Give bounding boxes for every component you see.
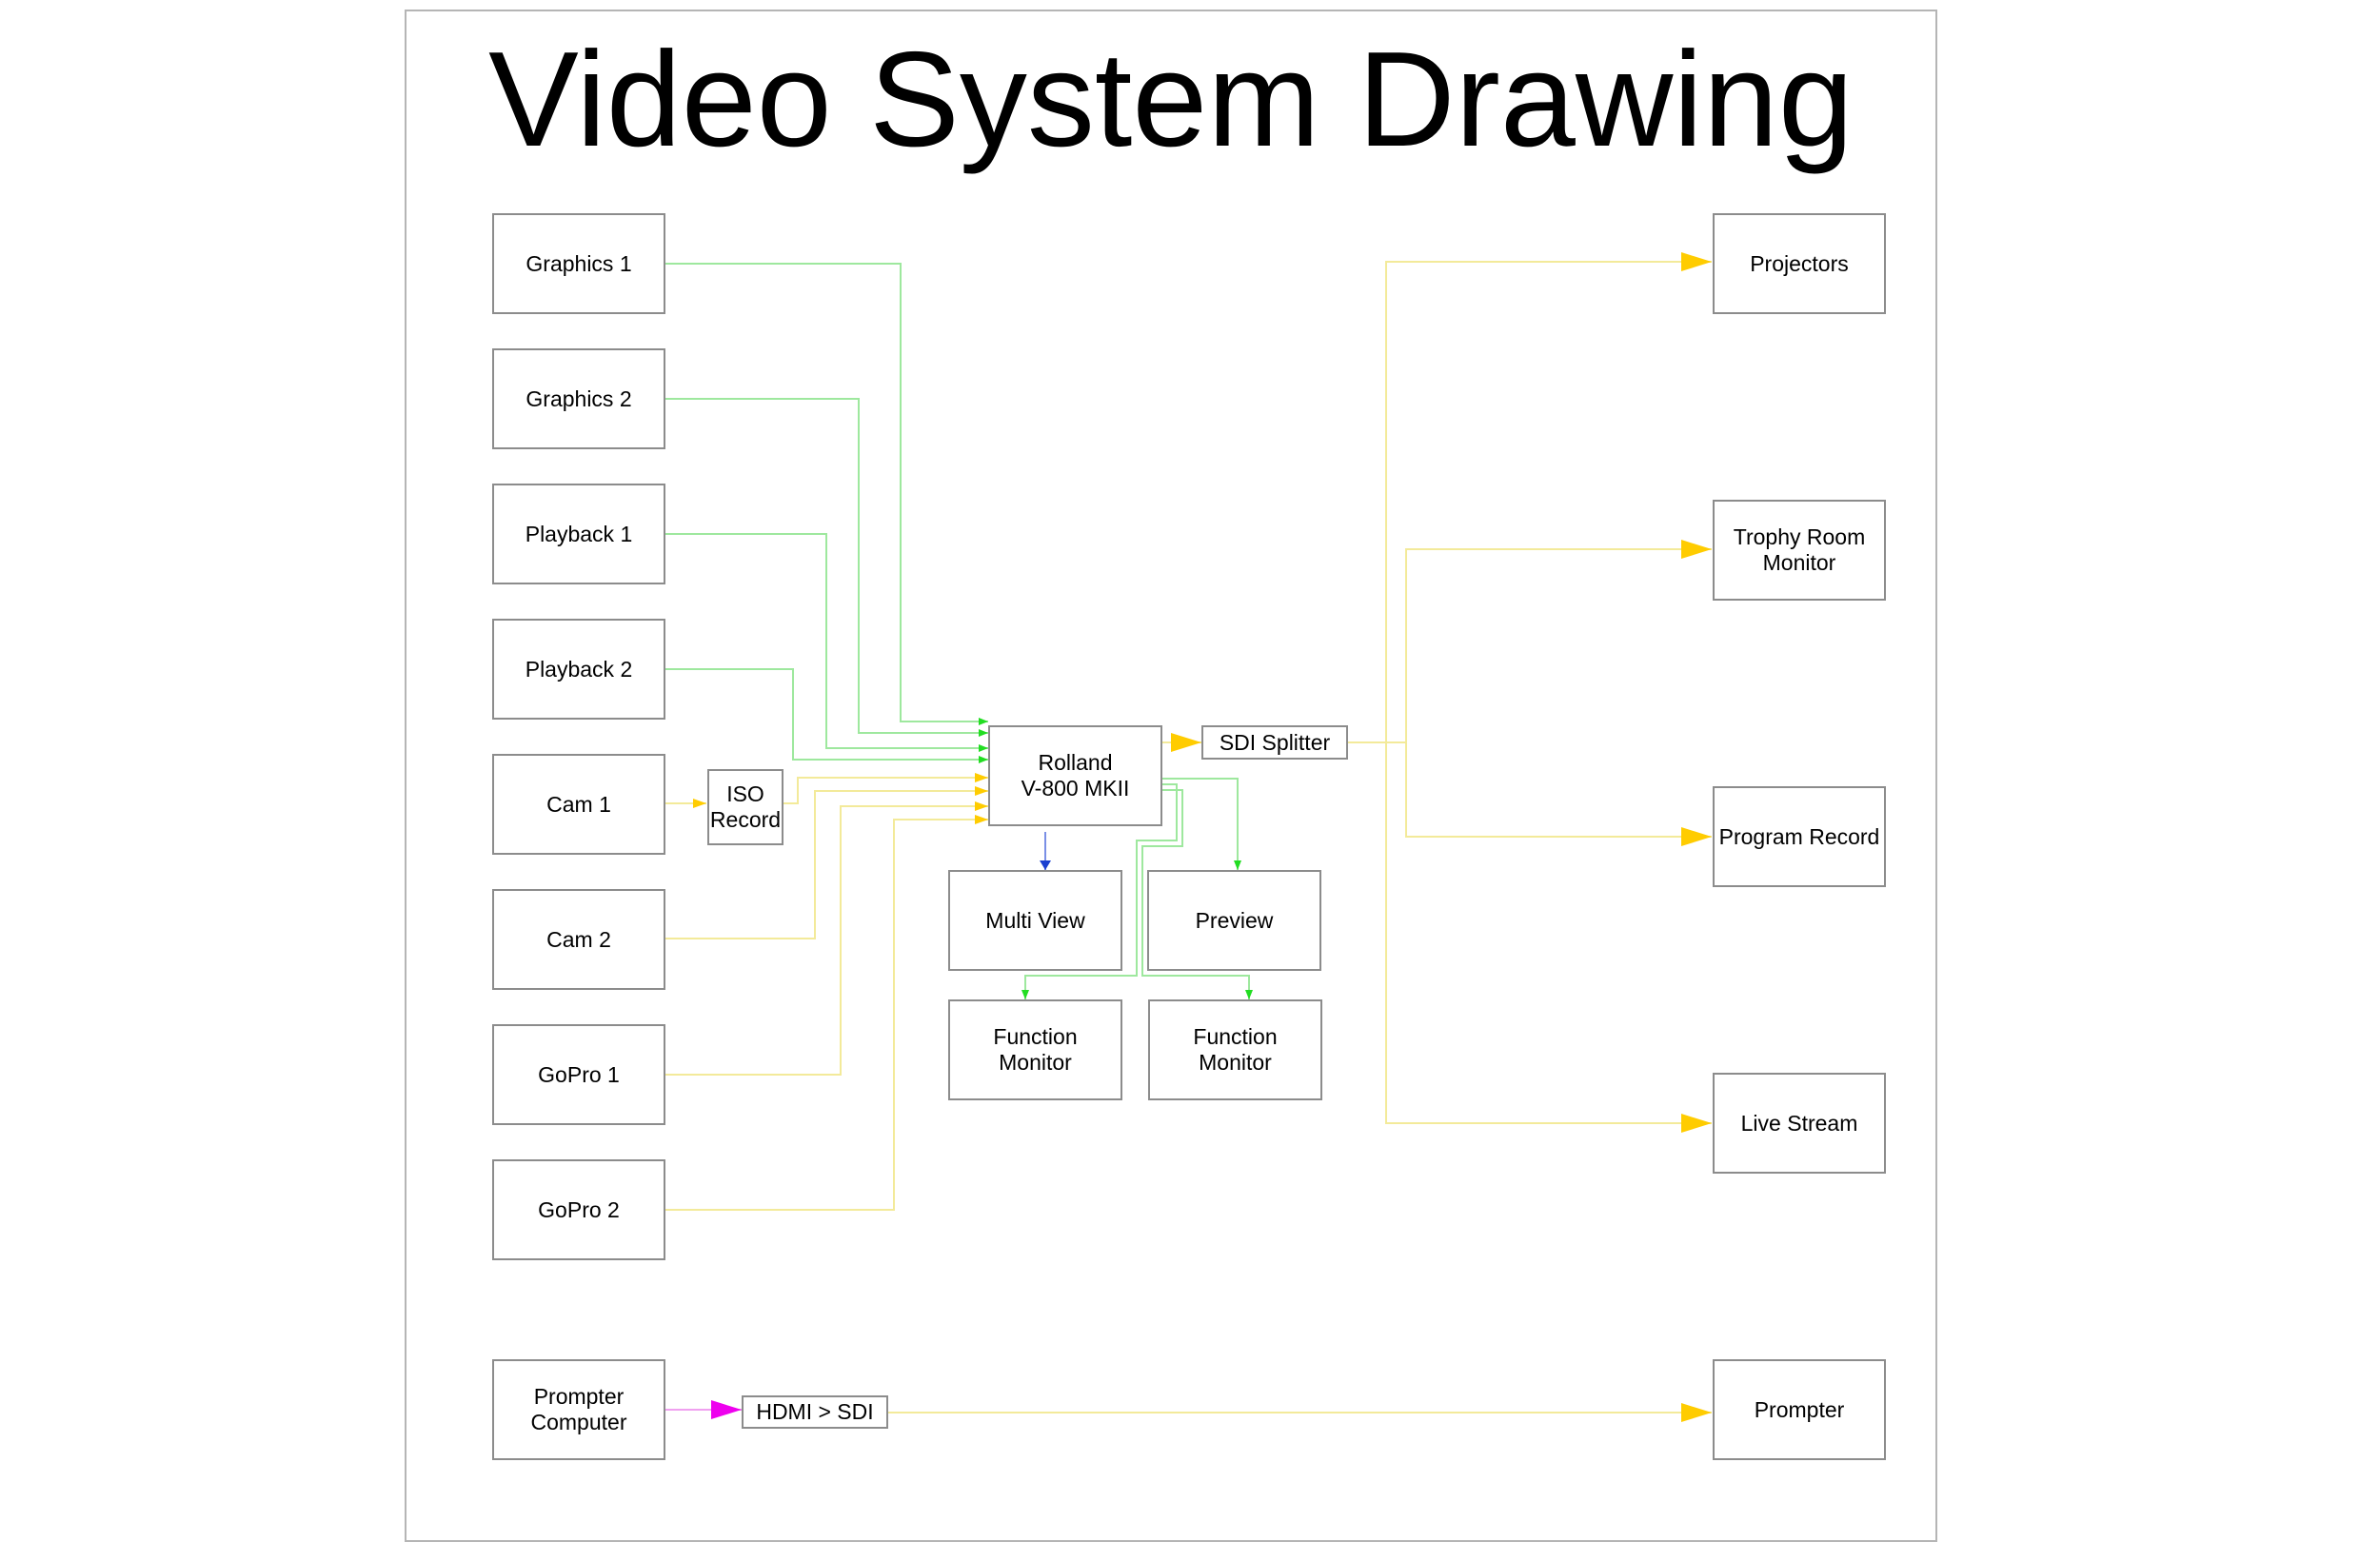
- graphics-1-box: Graphics 1: [492, 213, 665, 314]
- switcher-box: Rolland V-800 MKII: [988, 725, 1162, 826]
- wire-splitter-program-record: [1405, 742, 1712, 846]
- iso-record-box: ISO Record: [707, 769, 783, 845]
- function-monitor-1-box: Function Monitor: [948, 999, 1122, 1100]
- wire-graphics2-switcher: [664, 398, 988, 737]
- program-record-box: Program Record: [1713, 786, 1886, 887]
- preview-box: Preview: [1147, 870, 1321, 971]
- wire-graphics1-switcher: [664, 263, 988, 725]
- gopro-1-box: GoPro 1: [492, 1024, 665, 1125]
- live-stream-box: Live Stream: [1713, 1073, 1886, 1174]
- function-monitor-2-box: Function Monitor: [1148, 999, 1322, 1100]
- hdmi-sdi-converter-box: HDMI > SDI: [742, 1395, 888, 1429]
- wire-gopro1-switcher: [664, 801, 988, 1076]
- cam-2-box: Cam 2: [492, 889, 665, 990]
- graphics-2-box: Graphics 2: [492, 348, 665, 449]
- wire-splitter-live-stream: [1385, 742, 1712, 1133]
- wire-switcher-function-monitor-1: [1021, 783, 1178, 999]
- wire-playback2-switcher: [664, 668, 988, 763]
- wire-cam2-switcher: [664, 786, 988, 939]
- wire-playback1-switcher: [664, 533, 988, 752]
- cam-1-box: Cam 1: [492, 754, 665, 855]
- page-title: Video System Drawing: [488, 24, 1854, 175]
- projectors-box: Projectors: [1713, 213, 1886, 314]
- prompter-box: Prompter: [1713, 1359, 1886, 1460]
- prompter-computer-box: Prompter Computer: [492, 1359, 665, 1460]
- playback-1-box: Playback 1: [492, 484, 665, 584]
- trophy-room-monitor-box: Trophy Room Monitor: [1713, 500, 1886, 601]
- wire-switcher-function-monitor-2: [1141, 789, 1253, 999]
- playback-2-box: Playback 2: [492, 619, 665, 720]
- wire-gopro2-switcher: [664, 815, 988, 1211]
- wire-splitter-trophy-room: [1405, 540, 1712, 742]
- wire-splitter-projectors: [1385, 252, 1712, 743]
- sdi-splitter-box: SDI Splitter: [1201, 725, 1348, 760]
- wire-switcher-preview: [1161, 778, 1241, 870]
- gopro-2-box: GoPro 2: [492, 1159, 665, 1260]
- multi-view-box: Multi View: [948, 870, 1122, 971]
- wire-iso-switcher: [783, 773, 988, 804]
